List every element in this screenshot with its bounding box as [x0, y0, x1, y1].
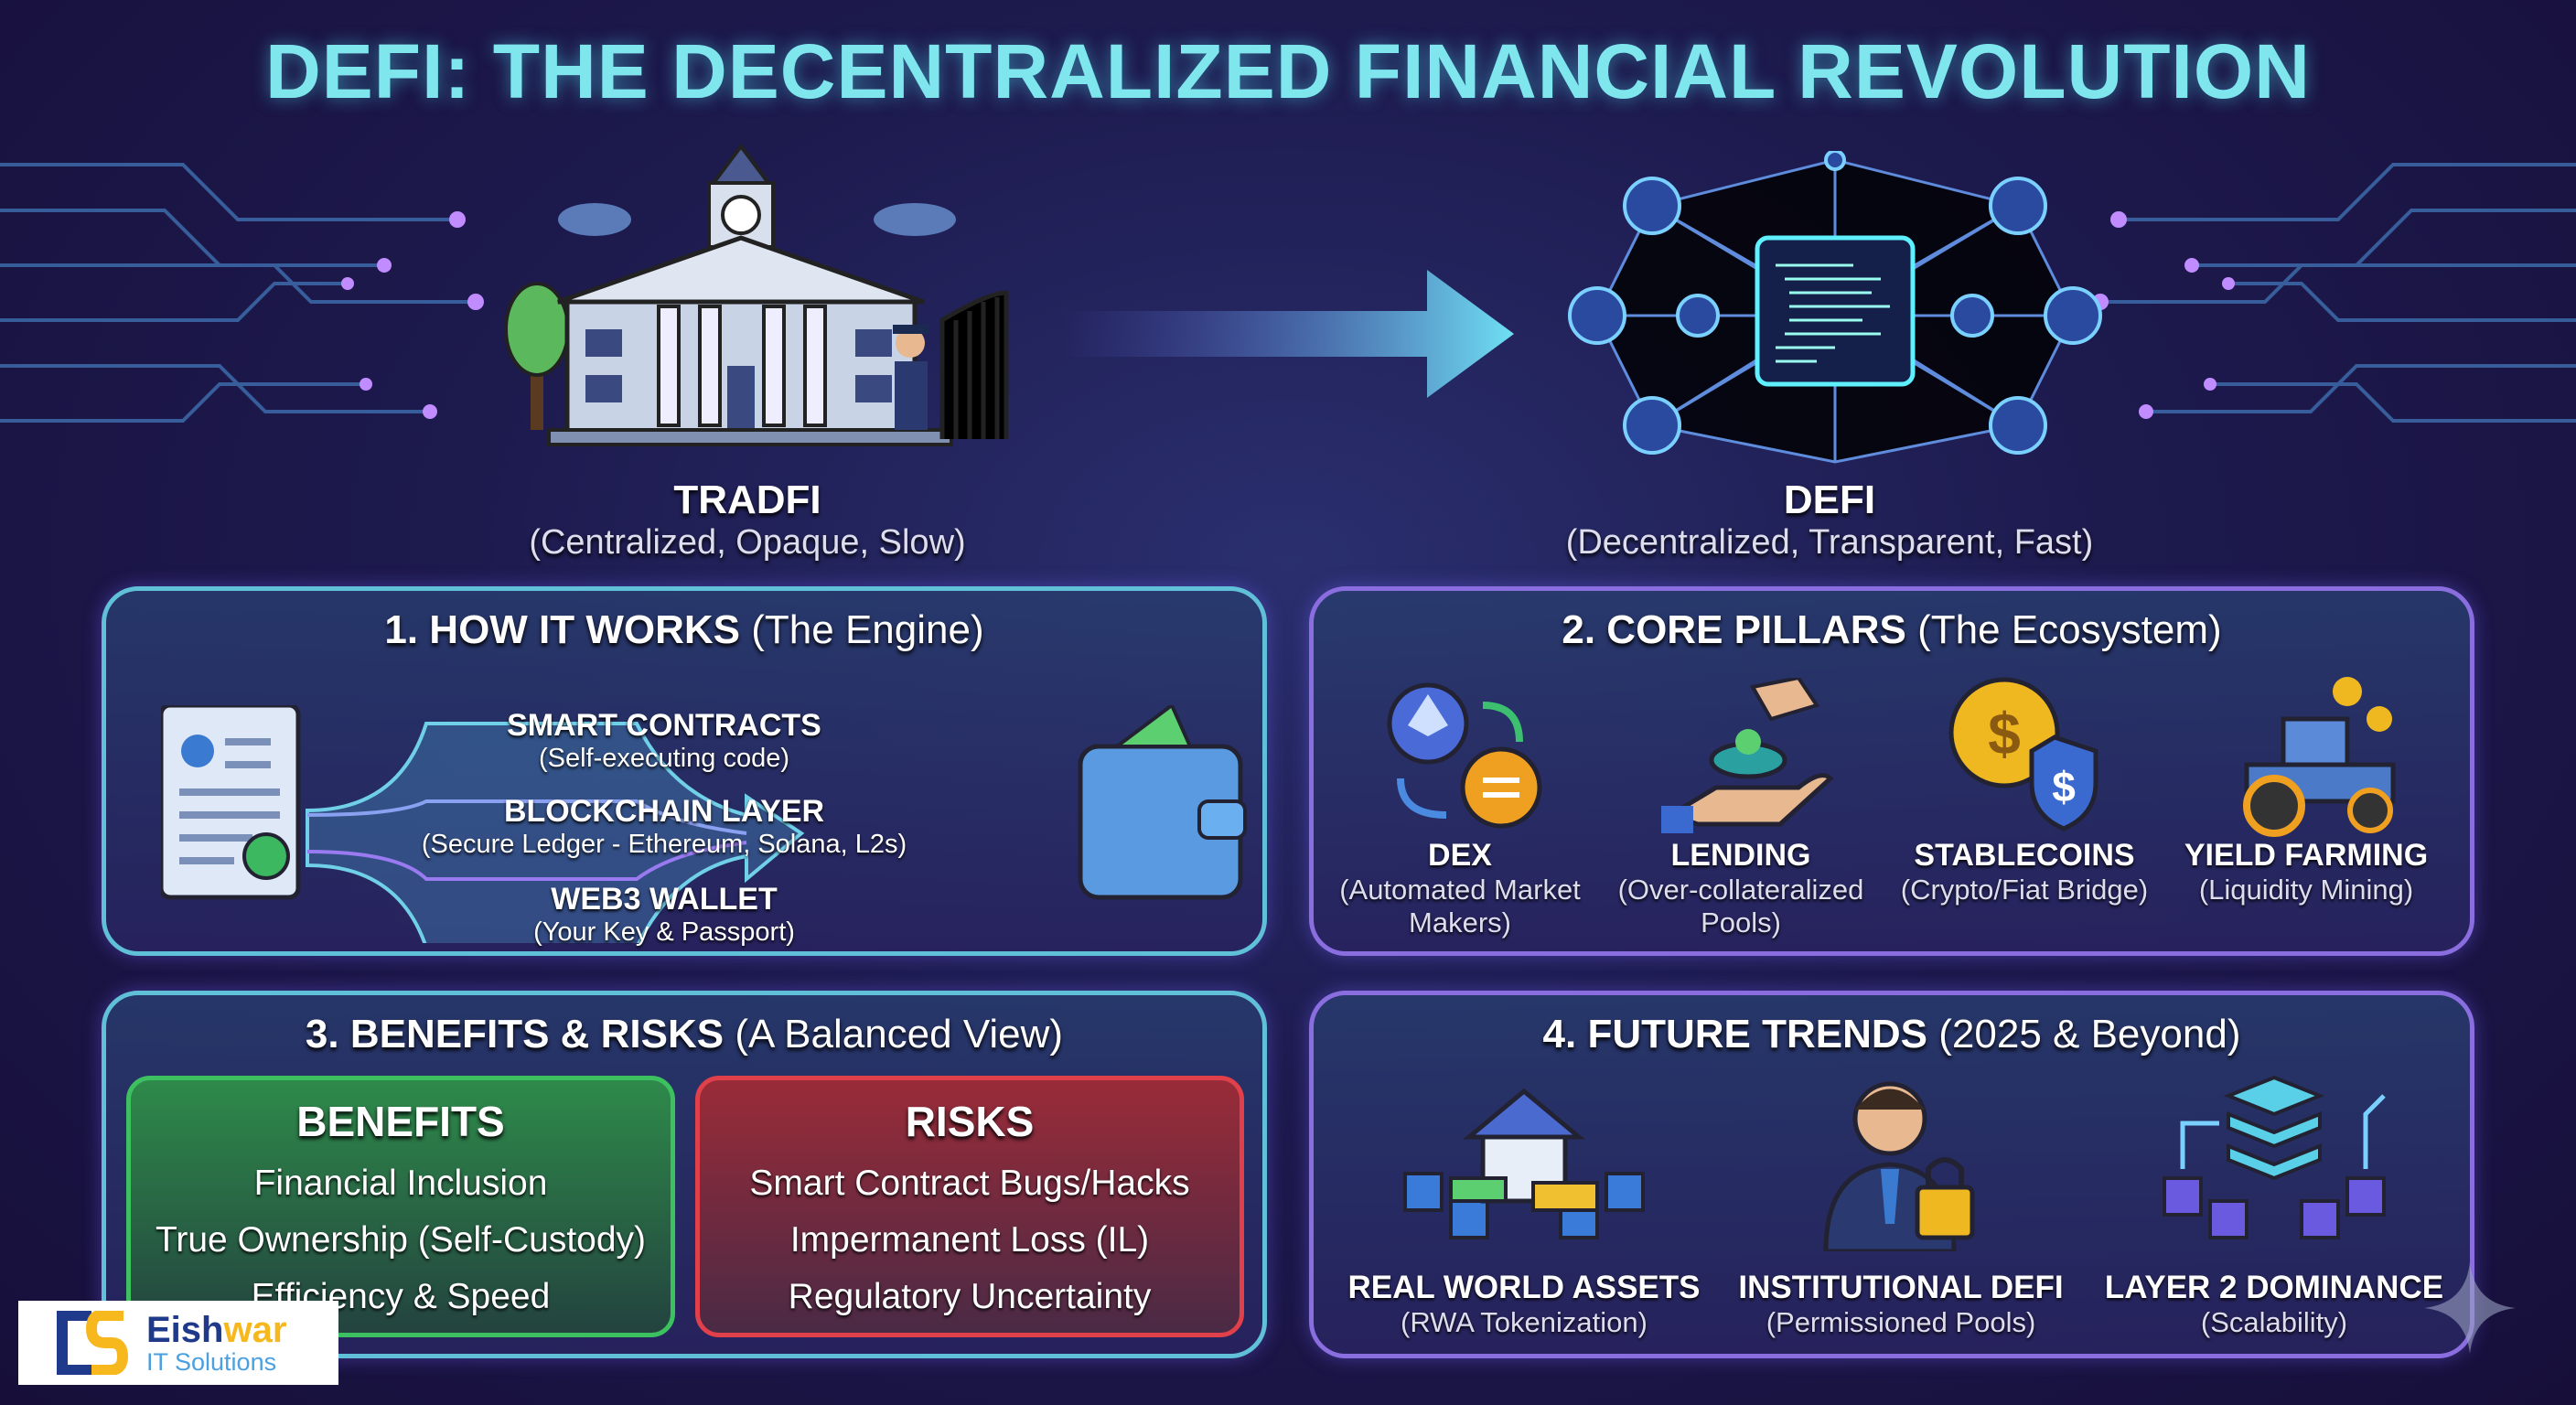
- risk-item: Regulatory Uncertainty: [788, 1277, 1152, 1316]
- pillar-lending: LENDING(Over-collateralized Pools): [1604, 838, 1878, 939]
- institutional-lock-icon: [1823, 1081, 1975, 1251]
- trend-label: LAYER 2 DOMINANCE: [2104, 1270, 2444, 1305]
- pillar-stablecoins: STABLECOINS(Crypto/Fiat Bridge): [1887, 838, 2162, 906]
- layer-label: WEB3 WALLET: [551, 882, 778, 917]
- logo-name-part1: Eish: [146, 1309, 224, 1350]
- pillar-dex: DEX(Automated Market Makers): [1323, 838, 1597, 939]
- logo-text: Eishwar IT Solutions: [146, 1312, 286, 1375]
- benefits-risks-panel: 3. BENEFITS & RISKS (A Balanced View) BE…: [102, 991, 1267, 1358]
- transition-arrow-icon: [1061, 270, 1514, 398]
- panel-title-main: 1. HOW IT WORKS: [384, 607, 741, 652]
- risk-item: Smart Contract Bugs/Hacks: [749, 1164, 1190, 1203]
- pillar-label: YIELD FARMING: [2184, 838, 2429, 873]
- panel-title-note: (2025 & Beyond): [1938, 1012, 2241, 1056]
- benefits-box: BENEFITS Financial Inclusion True Owners…: [126, 1076, 675, 1337]
- panel-title-main: 2. CORE PILLARS: [1562, 607, 1906, 652]
- layer-label: BLOCKCHAIN LAYER: [503, 794, 825, 829]
- logo-es-mark-icon: [57, 1311, 128, 1375]
- flow-layer-blockchain: BLOCKCHAIN LAYER(Secure Ledger - Ethereu…: [390, 794, 939, 860]
- panel-title-main: 3. BENEFITS & RISKS: [305, 1012, 724, 1056]
- svg-text:$: $: [1988, 701, 2021, 767]
- defi-subtitle: (Decentralized, Transparent, Fast): [1565, 523, 2094, 562]
- svg-text:$: $: [2052, 763, 2076, 810]
- panel-title: 2. CORE PILLARS (The Ecosystem): [1314, 607, 2470, 653]
- benefit-item: Financial Inclusion: [253, 1164, 548, 1203]
- risks-box: RISKS Smart Contract Bugs/Hacks Imperman…: [695, 1076, 1244, 1337]
- company-logo: Eishwar IT Solutions: [18, 1301, 338, 1385]
- sparkle-icon: [2424, 1262, 2516, 1354]
- page-title: DEFI: THE DECENTRALIZED FINANCIAL REVOLU…: [265, 28, 2311, 114]
- risk-item: Impermanent Loss (IL): [789, 1220, 1150, 1260]
- tradfi-label: TRADFI (Centralized, Opaque, Slow): [473, 477, 1022, 563]
- circuit-lines-left-icon: [0, 163, 484, 423]
- pillar-label: STABLECOINS: [1914, 838, 2135, 873]
- benefit-item: True Ownership (Self-Custody): [155, 1220, 647, 1260]
- panel-title: 3. BENEFITS & RISKS (A Balanced View): [106, 1012, 1262, 1057]
- layer-2-stack-icon: [2163, 1075, 2386, 1239]
- pillar-detail: (Over-collateralized Pools): [1617, 874, 1864, 938]
- panel-title-note: (The Ecosystem): [1917, 607, 2222, 652]
- panel-title-note: (A Balanced View): [735, 1012, 1064, 1056]
- trend-institutional-defi: INSTITUTIONAL DEFI(Permissioned Pools): [1709, 1270, 2093, 1339]
- panel-title: 1. HOW IT WORKS (The Engine): [106, 607, 1262, 653]
- pillar-label: DEX: [1428, 838, 1492, 873]
- trend-label: REAL WORLD ASSETS: [1347, 1270, 1701, 1305]
- future-trends-panel: 4. FUTURE TRENDS (2025 & Beyond) REAL WO…: [1309, 991, 2474, 1358]
- how-it-works-panel: 1. HOW IT WORKS (The Engine) SMART CONTR…: [102, 586, 1267, 956]
- layer-detail: (Secure Ledger - Ethereum, Solana, L2s): [421, 830, 907, 859]
- logo-name-part2: war: [223, 1309, 287, 1350]
- circuit-lines-right-icon: [2092, 163, 2576, 423]
- trend-detail: (Scalability): [2200, 1306, 2348, 1338]
- defi-label: DEFI (Decentralized, Transparent, Fast): [1464, 477, 2195, 563]
- panel-title: 4. FUTURE TRENDS (2025 & Beyond): [1314, 1012, 2470, 1057]
- trend-detail: (Permissioned Pools): [1766, 1306, 2036, 1338]
- flow-layer-smart-contracts: SMART CONTRACTS(Self-executing code): [390, 708, 939, 774]
- lending-hand-icon: [1661, 678, 1834, 833]
- pillar-detail: (Liquidity Mining): [2198, 874, 2414, 906]
- layer-label: SMART CONTRACTS: [507, 708, 821, 743]
- pillar-detail: (Automated Market Makers): [1339, 874, 1581, 938]
- layer-detail: (Your Key & Passport): [533, 917, 795, 947]
- tradfi-title: TRADFI: [673, 477, 821, 522]
- flow-diagram-icon: [161, 705, 1247, 943]
- flow-layer-web3-wallet: WEB3 WALLET(Your Key & Passport): [390, 882, 939, 948]
- trend-rwa: REAL WORLD ASSETS(RWA Tokenization): [1332, 1270, 1716, 1339]
- blockchain-network-icon: [1568, 151, 2102, 464]
- trend-detail: (RWA Tokenization): [1401, 1306, 1648, 1338]
- trend-label: INSTITUTIONAL DEFI: [1738, 1270, 2064, 1305]
- risks-heading: RISKS: [905, 1098, 1035, 1145]
- defi-title: DEFI: [1783, 477, 1876, 522]
- pillar-detail: (Crypto/Fiat Bridge): [1900, 874, 2149, 906]
- bank-building-icon: [504, 143, 1009, 446]
- pillar-yield-farming: YIELD FARMING(Liquidity Mining): [2169, 838, 2443, 906]
- stablecoin-shield-icon: $ $: [1948, 677, 2098, 831]
- yield-farming-tractor-icon: [2243, 677, 2396, 837]
- dex-swap-icon: [1387, 682, 1542, 829]
- panel-title-main: 4. FUTURE TRENDS: [1542, 1012, 1928, 1056]
- logo-tagline: IT Solutions: [146, 1347, 277, 1376]
- layer-detail: (Self-executing code): [538, 744, 790, 773]
- pillar-label: LENDING: [1670, 838, 1811, 873]
- trend-layer2: LAYER 2 DOMINANCE(Scalability): [2082, 1270, 2466, 1339]
- panel-title-note: (The Engine): [751, 607, 984, 652]
- real-world-assets-icon: [1403, 1088, 1645, 1239]
- benefits-heading: BENEFITS: [296, 1098, 505, 1145]
- core-pillars-panel: 2. CORE PILLARS (The Ecosystem) $ $ DEX(…: [1309, 586, 2474, 956]
- tradfi-subtitle: (Centralized, Opaque, Slow): [529, 523, 966, 562]
